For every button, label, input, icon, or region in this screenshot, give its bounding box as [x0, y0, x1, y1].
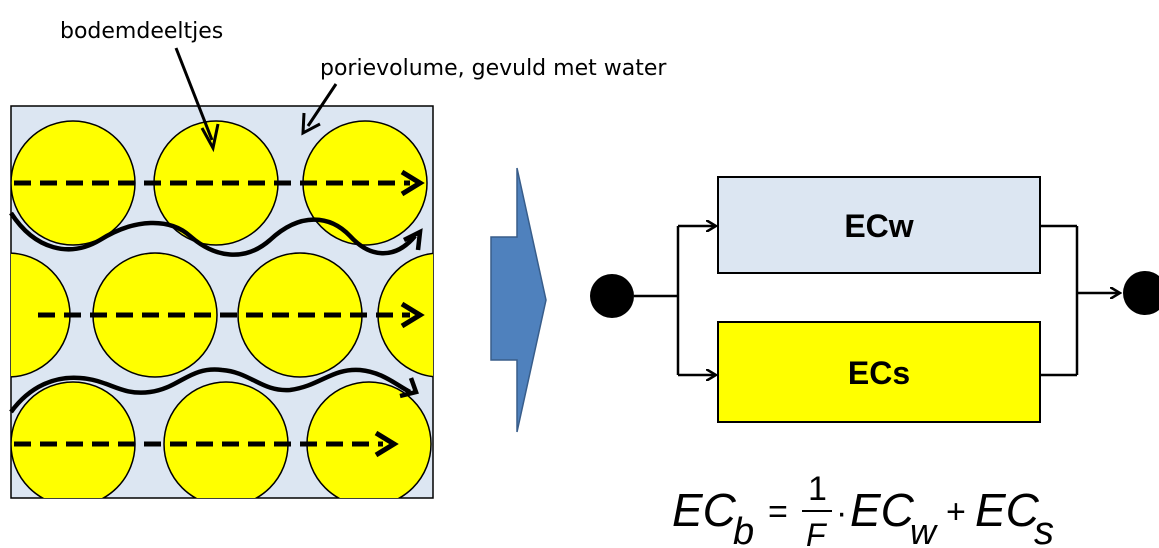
- particle-path-arrowhead: [374, 430, 399, 458]
- soil-particle: [377, 252, 433, 378]
- output-terminal: [1123, 271, 1159, 315]
- water-path-arrowhead: [402, 228, 423, 251]
- water-path-wave: [9, 211, 417, 257]
- eq-lhs-sub: b: [733, 511, 754, 548]
- parallel-circuit: ECw ECs: [590, 176, 1159, 423]
- water-conductivity-label: ECw: [844, 208, 913, 244]
- pore-pointer-line: [306, 83, 338, 127]
- eq-term2-sub: s: [1034, 509, 1054, 548]
- eq-dot: ·: [836, 494, 847, 532]
- input-terminal: [590, 274, 634, 318]
- particle-conduction-paths: [14, 169, 425, 458]
- particle-pointer-arrowhead: [200, 123, 220, 153]
- conductivity-equation: EC b = 1 F · EC w + EC s: [672, 470, 1054, 548]
- eq-term1-main: EC: [850, 484, 915, 536]
- solid-conductivity-box: [717, 321, 1041, 423]
- particles-label: bodemdeeltjes: [60, 19, 223, 44]
- water-conductivity-box: [717, 176, 1041, 274]
- particle-pointer-line: [174, 47, 214, 141]
- eq-lhs-main: EC: [672, 484, 737, 536]
- eq-numerator: 1: [808, 470, 827, 508]
- eq-plus: +: [946, 493, 966, 531]
- particle-path-arrowhead: [400, 301, 425, 329]
- eq-denominator: F: [806, 517, 828, 548]
- soil-sample: bodemdeeltjes porievolume, gevuld met wa…: [9, 19, 667, 499]
- water-path-arrowhead: [399, 377, 419, 399]
- pore-volume-label: porievolume, gevuld met water: [320, 56, 667, 81]
- particle-path-arrowhead: [400, 169, 425, 197]
- solid-conductivity-label: ECs: [848, 355, 910, 391]
- water-path-wave: [9, 367, 412, 414]
- eq-equals: =: [768, 493, 788, 531]
- eq-term2-main: EC: [975, 484, 1040, 536]
- eq-term1-sub: w: [910, 511, 938, 548]
- transformation-arrow: [490, 167, 547, 433]
- water-conduction-paths: [9, 211, 423, 414]
- pore-pointer-arrowhead: [301, 112, 321, 136]
